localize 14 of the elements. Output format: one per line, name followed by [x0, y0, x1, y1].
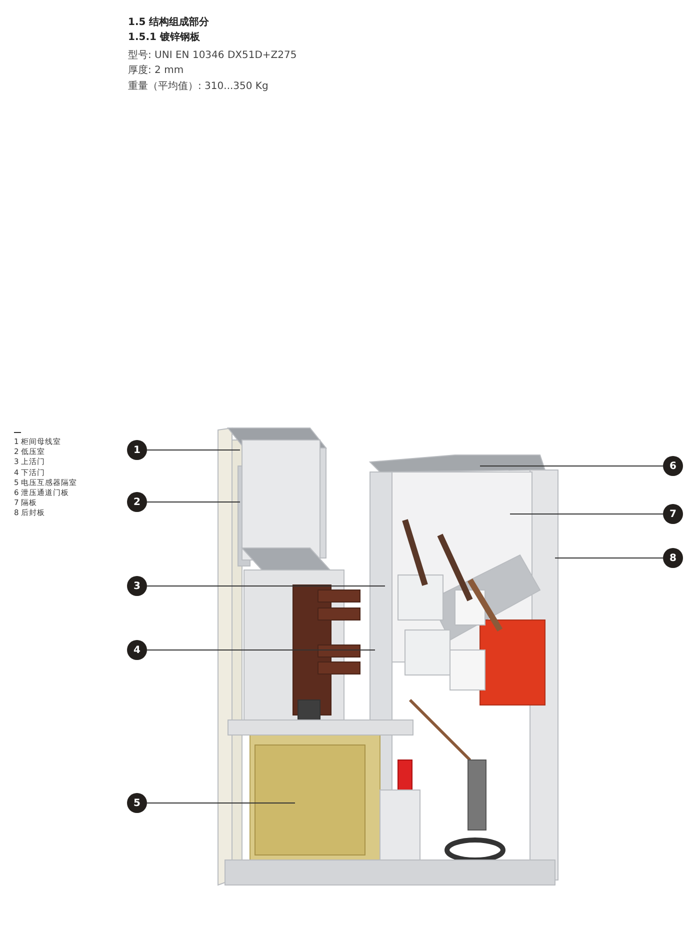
callout-number: 2	[127, 492, 147, 512]
spec-text: 厚度: 2 mm	[128, 64, 184, 78]
callout-number: 5	[127, 793, 147, 813]
section-heading: 1.5 结构组成部分	[128, 16, 210, 30]
callout-number: 1	[127, 440, 147, 460]
callout-number: 3	[127, 576, 147, 596]
callout-number: 4	[127, 640, 147, 660]
callout-number: 7	[663, 504, 683, 524]
callout-number: 8	[663, 548, 683, 568]
leader-line	[146, 802, 296, 804]
spec-text: 重量（平均值）: 310...350 Kg	[128, 80, 268, 94]
subsection-heading: 1.5.1 镀锌钢板	[128, 31, 200, 45]
callout-number: 6	[663, 456, 683, 476]
spec-text: 型号: UNI EN 10346 DX51D+Z275	[128, 48, 297, 62]
